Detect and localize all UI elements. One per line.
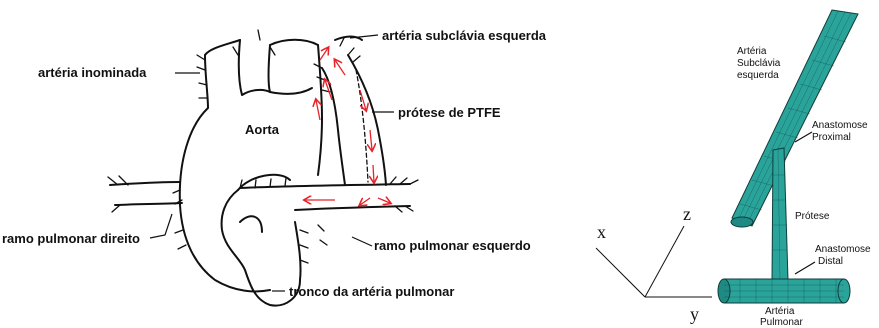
pulmonary-artery-mesh <box>718 279 850 303</box>
prosthesis-mesh <box>772 148 788 280</box>
aorta-outline <box>180 40 322 292</box>
label-prosthesis: Prótese <box>795 211 830 222</box>
label-right-pulmonary-branch: ramo pulmonar direito <box>2 231 140 246</box>
subclavian-artery-mesh <box>731 10 858 227</box>
label-subclavian-line2: Subclávia <box>737 58 781 69</box>
label-proximal-line1: Anastomose <box>812 120 868 131</box>
label-aorta: Aorta <box>245 122 280 137</box>
axis-z-label: z <box>683 204 691 224</box>
label-subclavian-line3: esquerda <box>737 70 779 81</box>
label-subclavian-line1: Artéria <box>737 46 767 57</box>
left-anatomy-diagram: Aorta artéria inominada artéria subclávi… <box>2 28 547 306</box>
axis-x-label: x <box>597 222 606 242</box>
axis-y-label: y <box>690 304 699 324</box>
label-distal-line2: Distal <box>818 256 843 267</box>
axis-triad <box>596 226 712 297</box>
label-pulmonary-line2: Pulmonar <box>760 317 803 328</box>
label-proximal-line2: Proximal <box>812 132 851 143</box>
label-left-subclavian-artery: artéria subclávia esquerda <box>382 28 547 43</box>
model-pointer-lines <box>795 132 815 274</box>
pulmonary-branches-outline <box>110 182 410 210</box>
subclavian-graft-outline <box>322 37 386 185</box>
label-pulmonary-line1: Artéria <box>765 306 795 317</box>
label-left-pulmonary-branch: ramo pulmonar esquerdo <box>374 238 531 253</box>
label-distal-line1: Anastomose <box>815 244 871 255</box>
right-3d-model: x z y Artéria Subclávia esquerda Anastom… <box>596 10 871 328</box>
label-innominate-artery: artéria inominada <box>38 65 147 80</box>
label-pulmonary-trunk: tronco da artéria pulmonar <box>289 284 454 299</box>
label-ptfe-graft: prótese de PTFE <box>398 105 501 120</box>
